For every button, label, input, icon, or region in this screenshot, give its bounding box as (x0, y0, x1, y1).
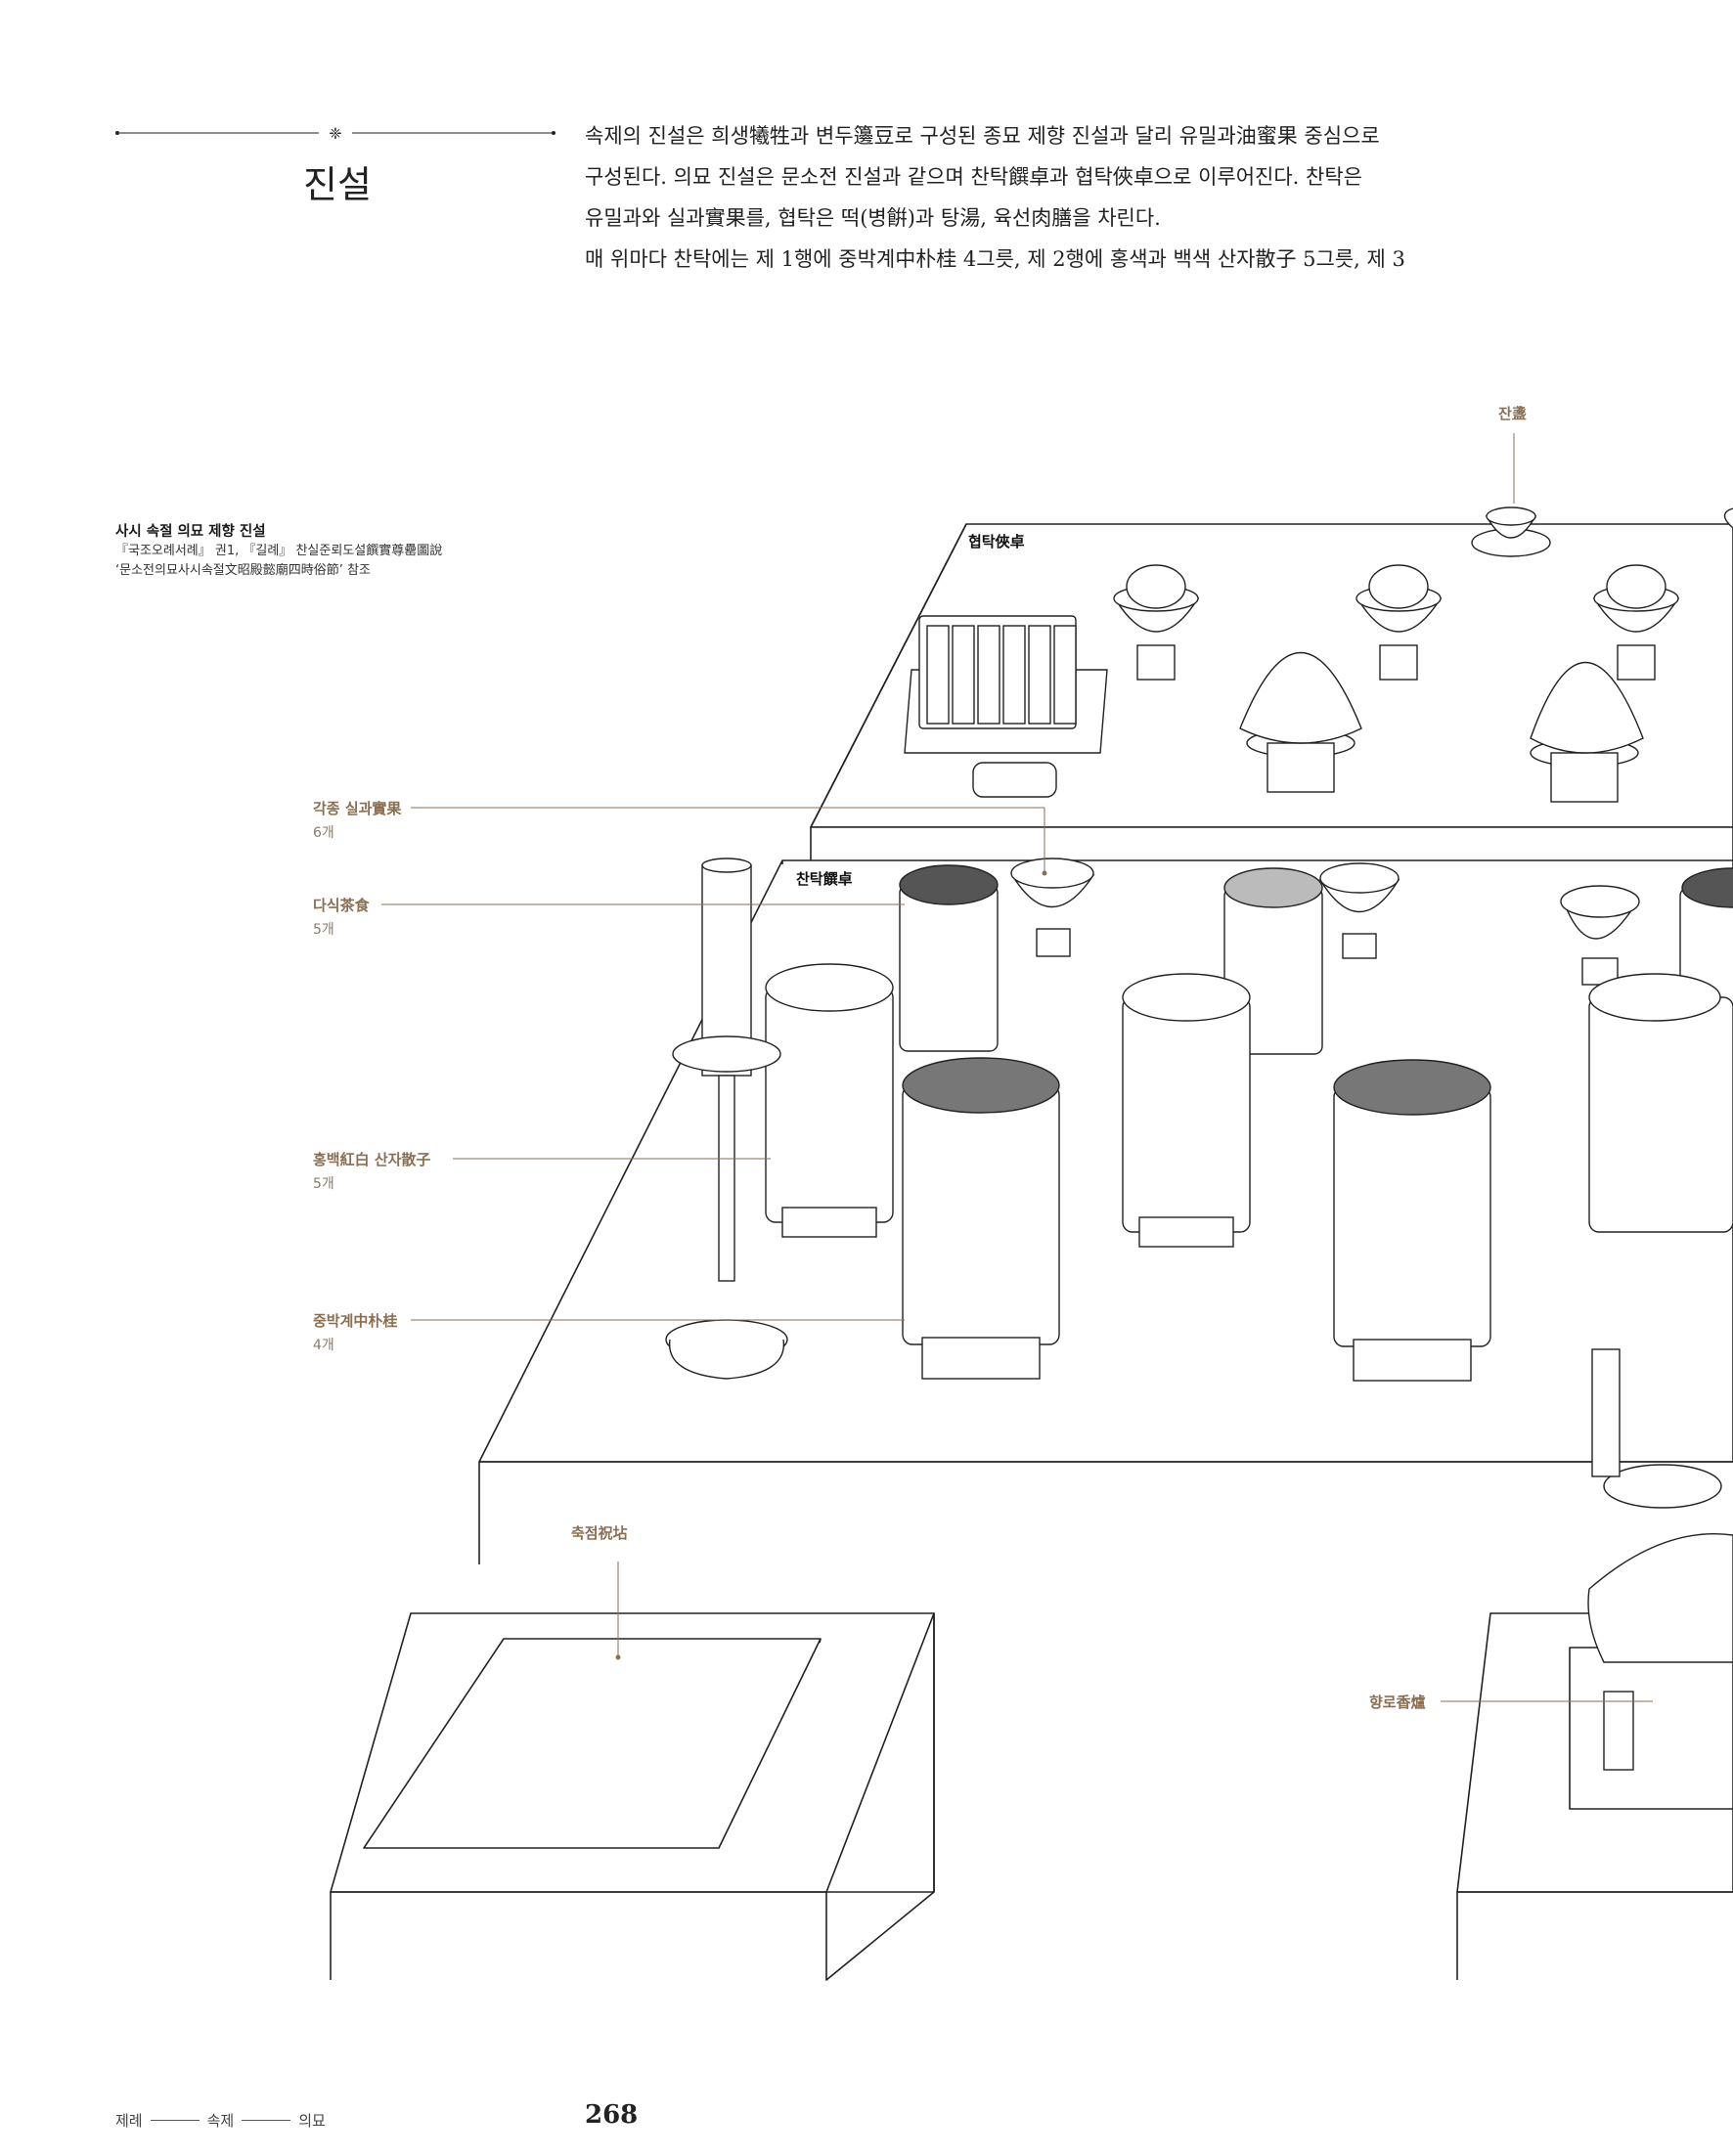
fruit-bowl (1318, 862, 1400, 959)
label-jungbak-name: 중박계中朴桂 (313, 1312, 398, 1330)
label-fruit-name: 각종 실과實果 (313, 800, 402, 817)
breadcrumb: 제례 속제 의묘 (115, 2110, 326, 2131)
intro-text: 속제의 진설은 희생犧牲과 변두籩豆로 구성된 종묘 제향 진설과 달리 유밀과… (585, 115, 1504, 280)
label-dasik-name: 다식茶食 (313, 897, 370, 914)
breadcrumb-item: 제례 (115, 2112, 143, 2130)
meat-mound (1239, 652, 1362, 793)
label-sanja: 홍백紅白 산자散子 5개 (313, 1149, 430, 1193)
intro-line: 매 위마다 찬탁에는 제 1행에 중박계中朴桂 4그릇, 제 2행에 홍색과 백… (585, 247, 1405, 271)
section-title: 진설 (303, 163, 372, 206)
label-dasik-count: 5개 (313, 922, 334, 938)
caption-title: 사시 속절 의묘 제향 진설 (115, 524, 266, 540)
label-jungbak-count: 4개 (313, 1338, 334, 1353)
label-hyeoptak: 협탁俠卓 (968, 533, 1025, 550)
sanja-container (1588, 973, 1733, 1233)
label-dasik: 다식茶食 5개 (313, 895, 370, 939)
intro-line: 속제의 진설은 희생犧牲과 변두籩豆로 구성된 종묘 제향 진설과 달리 유밀과… (585, 124, 1380, 148)
sanja-container (1122, 973, 1251, 1248)
label-fruit: 각종 실과實果 6개 (313, 798, 401, 842)
label-chukjeom: 축점祝坫 (571, 1524, 628, 1542)
soup-bowl (1355, 564, 1443, 681)
cup-icon (1723, 507, 1733, 529)
chukjeom-stand (330, 1612, 935, 1981)
label-fruit-count: 6개 (313, 825, 334, 841)
jungbakgye-container (1333, 1059, 1491, 1382)
fruit-bowl (1560, 885, 1640, 986)
label-chantak: 찬탁饌卓 (796, 870, 853, 888)
breadcrumb-item: 의묘 (298, 2112, 326, 2130)
soup-bowl (1113, 564, 1200, 681)
intro-line: 구성된다. 의묘 진설은 문소전 진설과 같으며 찬탁饌卓과 협탁俠卓으로 이루… (585, 165, 1362, 189)
rice-cake-stack (904, 615, 1108, 798)
label-sanja-name: 홍백紅白 산자散子 (313, 1151, 431, 1168)
breadcrumb-separator (150, 2120, 200, 2121)
jungbakgye-container (902, 1057, 1060, 1380)
chantak-table (478, 859, 1733, 1564)
label-jungbak: 중박계中朴桂 4개 (313, 1310, 397, 1354)
incense-burner (1587, 1348, 1733, 1771)
meat-mound (1530, 662, 1644, 803)
label-sanja-count: 5개 (313, 1176, 334, 1192)
caption-source: 『국조오례서례』 권1, 『길례』 찬실준뢰도설饌實尊罍圖說 (115, 544, 443, 558)
candlestick (665, 858, 788, 1380)
ornament-glyph: ❈ (329, 124, 341, 143)
page-number: 268 (585, 2100, 639, 2130)
label-jan: 잔盞 (1498, 405, 1527, 422)
soup-bowl (1592, 564, 1680, 681)
figure-caption: 사시 속절 의묘 제향 진설 『국조오례서례』 권1, 『길례』 찬실준뢰도설饌… (115, 522, 526, 581)
breadcrumb-separator (242, 2120, 291, 2121)
label-hyangno: 향로香爐 (1369, 1694, 1426, 1711)
breadcrumb-item: 속제 (206, 2112, 235, 2130)
fruit-bowl (1010, 858, 1095, 957)
ornament-rule: ❈ (115, 124, 555, 143)
cup-icon (1471, 506, 1551, 557)
intro-line: 유밀과와 실과實果를, 협탁은 떡(병餠)과 탕湯, 육선肉膳을 차린다. (585, 206, 1161, 230)
dasik-stack (899, 864, 999, 1052)
incense-stand (1456, 1612, 1733, 1980)
sanja-container (765, 963, 894, 1238)
caption-source: ‘문소전의묘사시속절文昭殿懿廟四時俗節’ 참조 (115, 563, 371, 578)
